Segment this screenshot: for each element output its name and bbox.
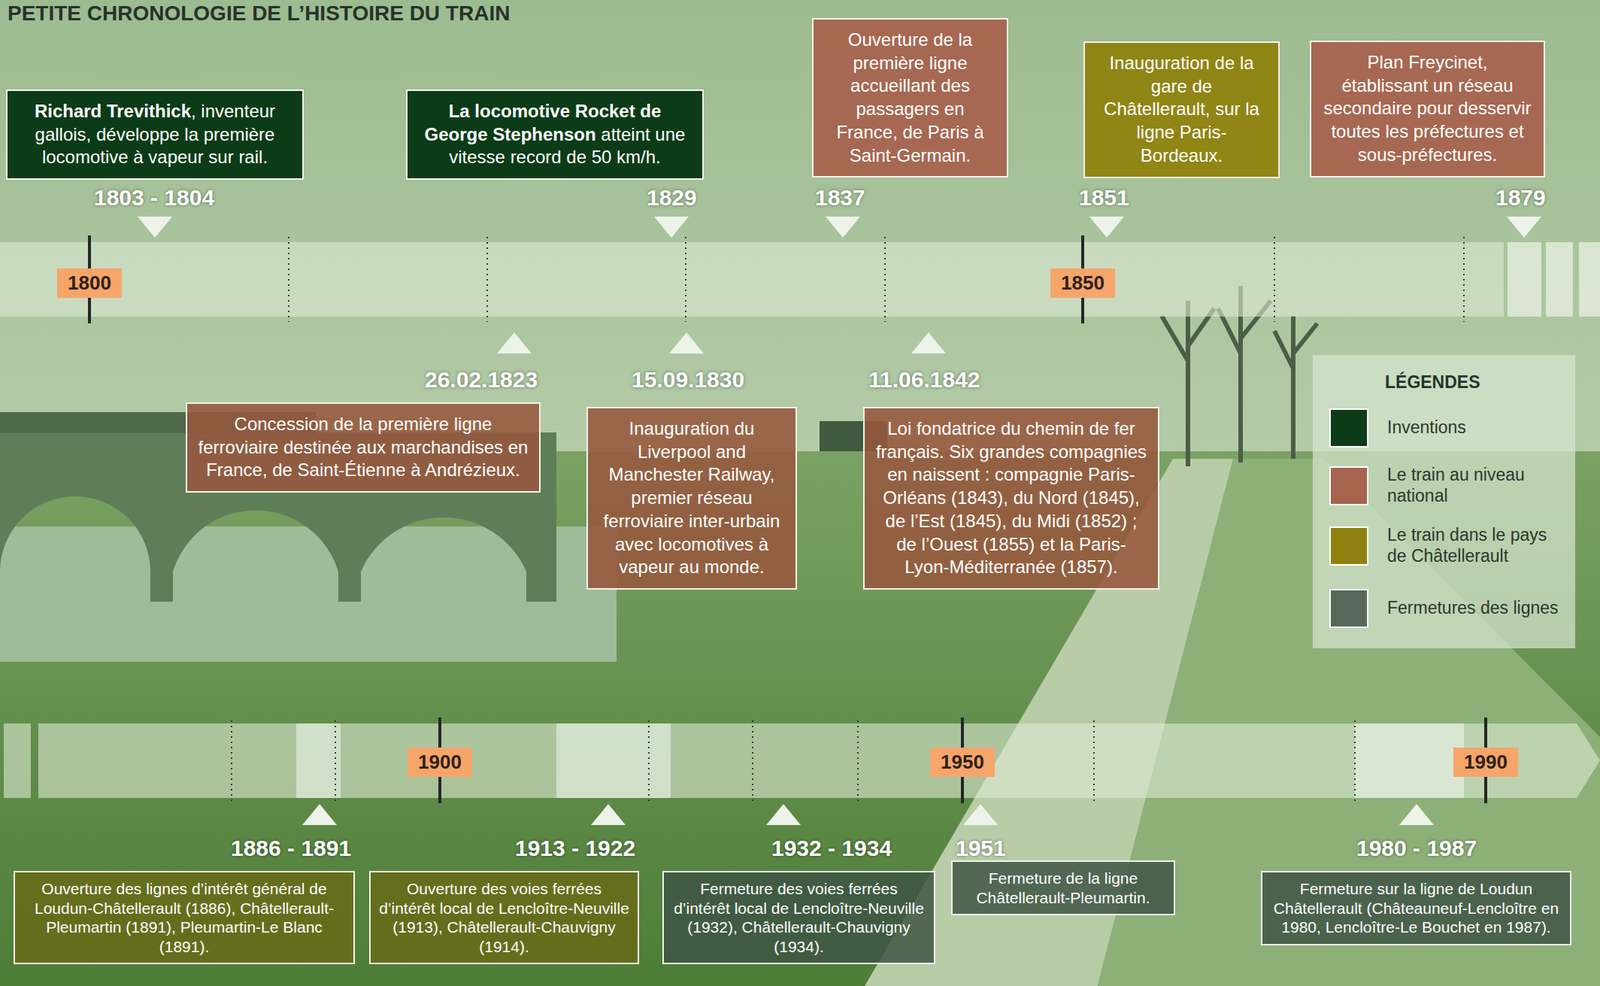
event-box: Plan Freycinet, établissant un réseau se… [1309, 40, 1546, 178]
event-date: 1837 [815, 184, 866, 211]
event-box: Loi fondatrice du chemin de fer français… [863, 406, 1160, 590]
event-date: 1932 - 1934 [771, 835, 892, 861]
event-text: Inauguration du Liverpool and Manchester… [598, 417, 785, 579]
tree [1274, 315, 1318, 459]
date-pointer [1089, 216, 1125, 238]
event-text: Ouverture des lignes d’intérêt général d… [22, 878, 346, 956]
event-date: 15.09.1830 [631, 366, 745, 393]
gridline [230, 720, 233, 801]
date-pointer [669, 332, 704, 354]
event-date: 1851 [1078, 184, 1130, 211]
event-text: Plan Freycinet, établissant un réseau se… [1321, 51, 1534, 167]
gridline [884, 236, 886, 322]
date-pointer [496, 332, 532, 354]
gridline [751, 720, 754, 801]
decade-label: 1990 [1453, 747, 1519, 777]
band-segment [1507, 242, 1542, 317]
bottom-band [38, 723, 1600, 798]
band-highlight [1354, 723, 1464, 798]
gridline [857, 720, 859, 801]
event-date: 1803 - 1804 [93, 184, 215, 211]
date-pointer [825, 216, 861, 238]
decade-label: 1950 [930, 747, 995, 777]
event-text: Fermeture des voies ferrées d’intérêt lo… [671, 878, 927, 956]
year-ticks [89, 235, 1486, 804]
event-text: Loi fondatrice du chemin de fer français… [875, 417, 1148, 579]
legend-text: Le train au niveau national [1387, 464, 1568, 507]
legend-swatch [1329, 466, 1369, 506]
event-text: Fermeture de la ligne Châtellerault-Pleu… [960, 868, 1167, 907]
gridline [486, 236, 488, 322]
legend-swatch [1329, 588, 1369, 628]
gridline [1273, 236, 1276, 322]
event-date: 1829 [646, 184, 697, 211]
event-date: 1980 - 1987 [1356, 835, 1477, 861]
legend-text: Fermetures des lignes [1387, 597, 1568, 619]
legend-text: Inventions [1387, 417, 1568, 439]
event-date: 26.02.1823 [424, 366, 538, 393]
event-date: 11.06.1842 [868, 366, 981, 393]
gridline [1093, 720, 1095, 801]
event-box: Inauguration de la gare de Châtellerault… [1083, 41, 1280, 179]
band-segment [1545, 242, 1573, 317]
decade-label: 1900 [407, 747, 473, 777]
legend-swatch [1329, 408, 1369, 448]
event-date: 1886 - 1891 [230, 835, 352, 861]
gridline [1463, 236, 1465, 322]
legend-title: LÉGENDES [1384, 372, 1481, 393]
event-text: Ouverture de la première ligne accueilla… [824, 28, 997, 167]
event-box: Fermeture des voies ferrées d’intérêt lo… [662, 870, 936, 964]
band-segment [1578, 242, 1600, 317]
legend-swatch [1329, 526, 1369, 566]
date-pointer [137, 216, 173, 238]
dotted-gridlines [231, 236, 1464, 801]
band-highlight [556, 723, 671, 798]
band-highlight [296, 723, 341, 798]
gridline [684, 236, 687, 322]
tree [1161, 300, 1215, 467]
event-box: Ouverture des lignes d’intérêt général d… [13, 870, 355, 964]
event-text: La locomotive Rocket de George Stephenso… [418, 100, 692, 170]
date-pointer [590, 803, 626, 825]
event-box: Inauguration du Liverpool and Manchester… [586, 406, 797, 590]
event-text-bold: Richard Trevithick [34, 100, 191, 122]
date-pointer [302, 803, 337, 825]
event-text: Fermeture sur la ligne de Loudun Châtell… [1269, 878, 1563, 937]
date-pointer [654, 216, 689, 238]
band-segment [3, 723, 31, 798]
event-box: Concession de la première ligne ferrovia… [185, 402, 541, 493]
decade-label: 1800 [57, 268, 122, 298]
event-box: Richard Trevithick, inventeur gallois, d… [6, 89, 304, 180]
event-box: Fermeture de la ligne Châtellerault-Pleu… [951, 860, 1176, 916]
gridline [334, 720, 337, 801]
event-box: Ouverture des voies ferrées d’intérêt lo… [369, 870, 640, 964]
date-pointer [963, 803, 998, 825]
event-box: Ouverture de la première ligne accueilla… [812, 18, 1009, 178]
decade-label: 1850 [1050, 268, 1116, 298]
event-box: La locomotive Rocket de George Stephenso… [406, 89, 704, 180]
legend-text: Le train dans le pays de Châtellerault [1387, 524, 1568, 567]
event-box: Fermeture sur la ligne de Loudun Châtell… [1260, 870, 1572, 946]
event-text: Ouverture des voies ferrées d’intérêt lo… [378, 878, 631, 956]
date-pointer [1506, 216, 1542, 238]
gridline [648, 720, 650, 801]
date-pointer [1399, 803, 1434, 825]
gridline [287, 236, 290, 322]
event-text: Inauguration de la gare de Châtellerault… [1095, 51, 1268, 168]
event-date: 1913 - 1922 [515, 835, 636, 861]
date-pointer [911, 332, 946, 354]
event-text: Concession de la première ligne ferrovia… [197, 412, 529, 482]
chart-title: PETITE CHRONOLOGIE DE L’HISTOIRE DU TRAI… [7, 1, 510, 26]
event-date: 1951 [955, 835, 1007, 861]
event-text: Richard Trevithick, inventeur gallois, d… [18, 100, 292, 170]
event-date: 1879 [1495, 184, 1546, 211]
field [0, 451, 1600, 986]
top-band [0, 242, 1504, 317]
gridline [1354, 720, 1356, 801]
date-pointer [766, 803, 801, 825]
